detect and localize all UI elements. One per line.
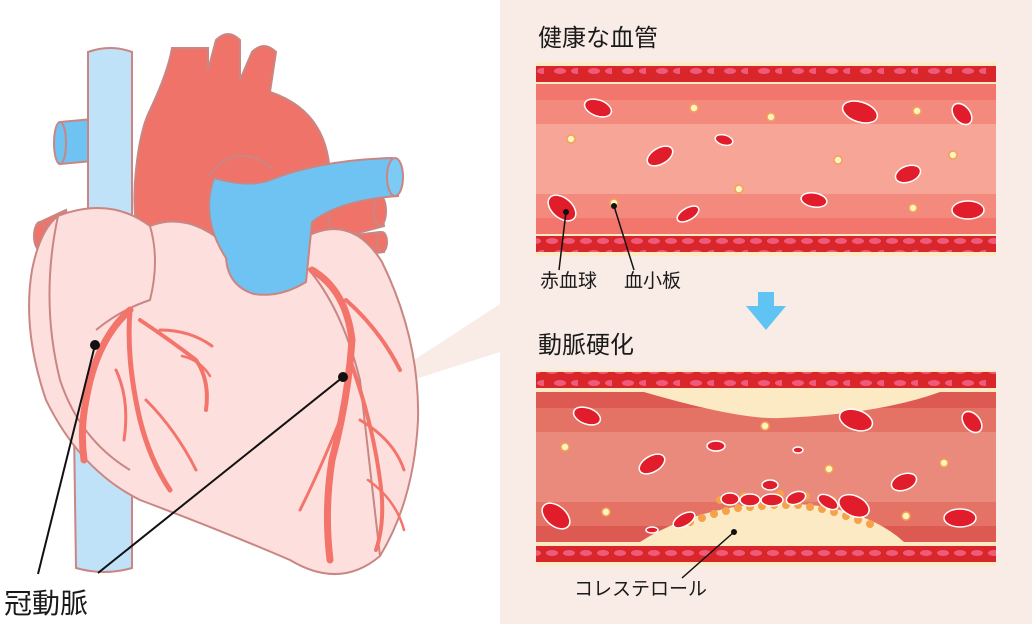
sclerosis-title: 動脈硬化 [538, 331, 634, 359]
healthy-vessel-title: 健康な血管 [538, 24, 658, 52]
down-arrow-icon [746, 292, 786, 330]
healthy-platelets [566, 103, 958, 213]
sclerosis-platelets [560, 421, 949, 521]
coronary-artery-label: 冠動脈 [4, 587, 89, 620]
cholesterol-plaque [640, 503, 904, 542]
top-plaque [644, 392, 940, 419]
healthy-leaders [558, 203, 635, 271]
cholesterol-label: コレステロール [574, 578, 708, 600]
coronary-artery-left [78, 306, 214, 493]
healthy-vessel [536, 62, 996, 256]
healthy-red-cells [547, 98, 985, 223]
sclerosis-vessel [536, 370, 996, 566]
coronary-artery-right [298, 266, 406, 564]
heart [28, 33, 420, 576]
red-blood-cell-label: 赤血球 [540, 270, 598, 292]
platelet-label: 血小板 [624, 270, 682, 292]
cholesterol-leader [681, 529, 737, 579]
coronary-leaders [37, 340, 348, 575]
sclerosis-red-cells [541, 406, 983, 534]
